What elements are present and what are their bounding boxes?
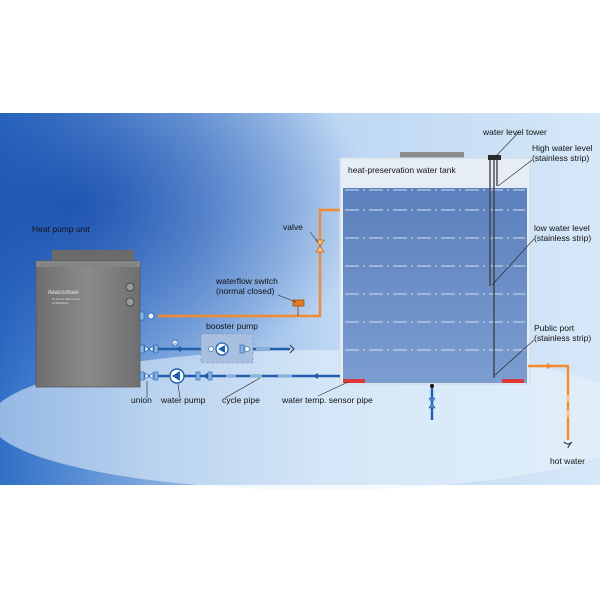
gauge-icon: [125, 297, 135, 307]
hot-water-outlet-icon: [563, 441, 573, 449]
level-tower-label: water level tower: [483, 127, 547, 137]
brand-sub-2: HCSB50/EHA: [52, 301, 68, 305]
level-tower-cap: [488, 155, 501, 160]
cold-arrow-3: [175, 346, 181, 352]
booster-pump-label: booster pump: [206, 321, 258, 331]
brand-sub-1: Air Source Water Heater: [52, 297, 80, 301]
sensor-pipe-label: water temp. sensor pipe: [282, 395, 373, 405]
background-light: [0, 350, 600, 490]
gauge-icon: [125, 282, 135, 292]
valve-icon: [144, 345, 154, 380]
water-lines: [345, 189, 525, 351]
cold-flow-marks: [226, 348, 292, 377]
hot-water-label: hot water: [550, 456, 585, 466]
brand-logo: heacoolsee: [48, 290, 79, 296]
valve-label: valve: [283, 222, 303, 232]
low-level-label: low water level (stainless strip): [534, 223, 592, 243]
union-icon: [139, 311, 213, 381]
drain-valve-icon: [428, 397, 436, 409]
tank-label: heat-preservation water tank: [348, 165, 456, 175]
heat-pump-unit-label: Heat pump unit: [32, 224, 90, 234]
hot-arrow: [547, 363, 553, 369]
water-tank: [339, 152, 531, 385]
heat-pump-unit: [35, 250, 141, 388]
drain-point: [430, 384, 434, 388]
cycle-pipe-label: cycle pipe: [222, 395, 260, 405]
booster-pump-icon: [208, 342, 250, 356]
cold-arrow-2: [202, 373, 208, 379]
tank-lid: [400, 152, 464, 158]
sensor-strip-left: [343, 379, 365, 383]
svg-text:M: M: [173, 341, 176, 346]
high-level-label: High water level (stainless strip): [532, 143, 593, 163]
leader-lines: [146, 131, 535, 399]
valve-icon: [315, 239, 325, 253]
water-pump-label: water pump: [161, 395, 206, 405]
flow-switch-icon: [292, 299, 305, 307]
tank-water: [343, 188, 527, 383]
motor-icon: M: [171, 339, 179, 347]
water-pump-icon: [169, 368, 185, 384]
sensor-strip-right: [502, 379, 524, 383]
waterflow-switch-label: waterflow switch (normal closed): [216, 276, 278, 296]
cold-arrow-1: [312, 373, 318, 379]
public-port-label: Public port (stainless strip): [534, 323, 592, 343]
union-label: union: [131, 395, 152, 405]
booster-outlet-icon: [289, 344, 295, 354]
